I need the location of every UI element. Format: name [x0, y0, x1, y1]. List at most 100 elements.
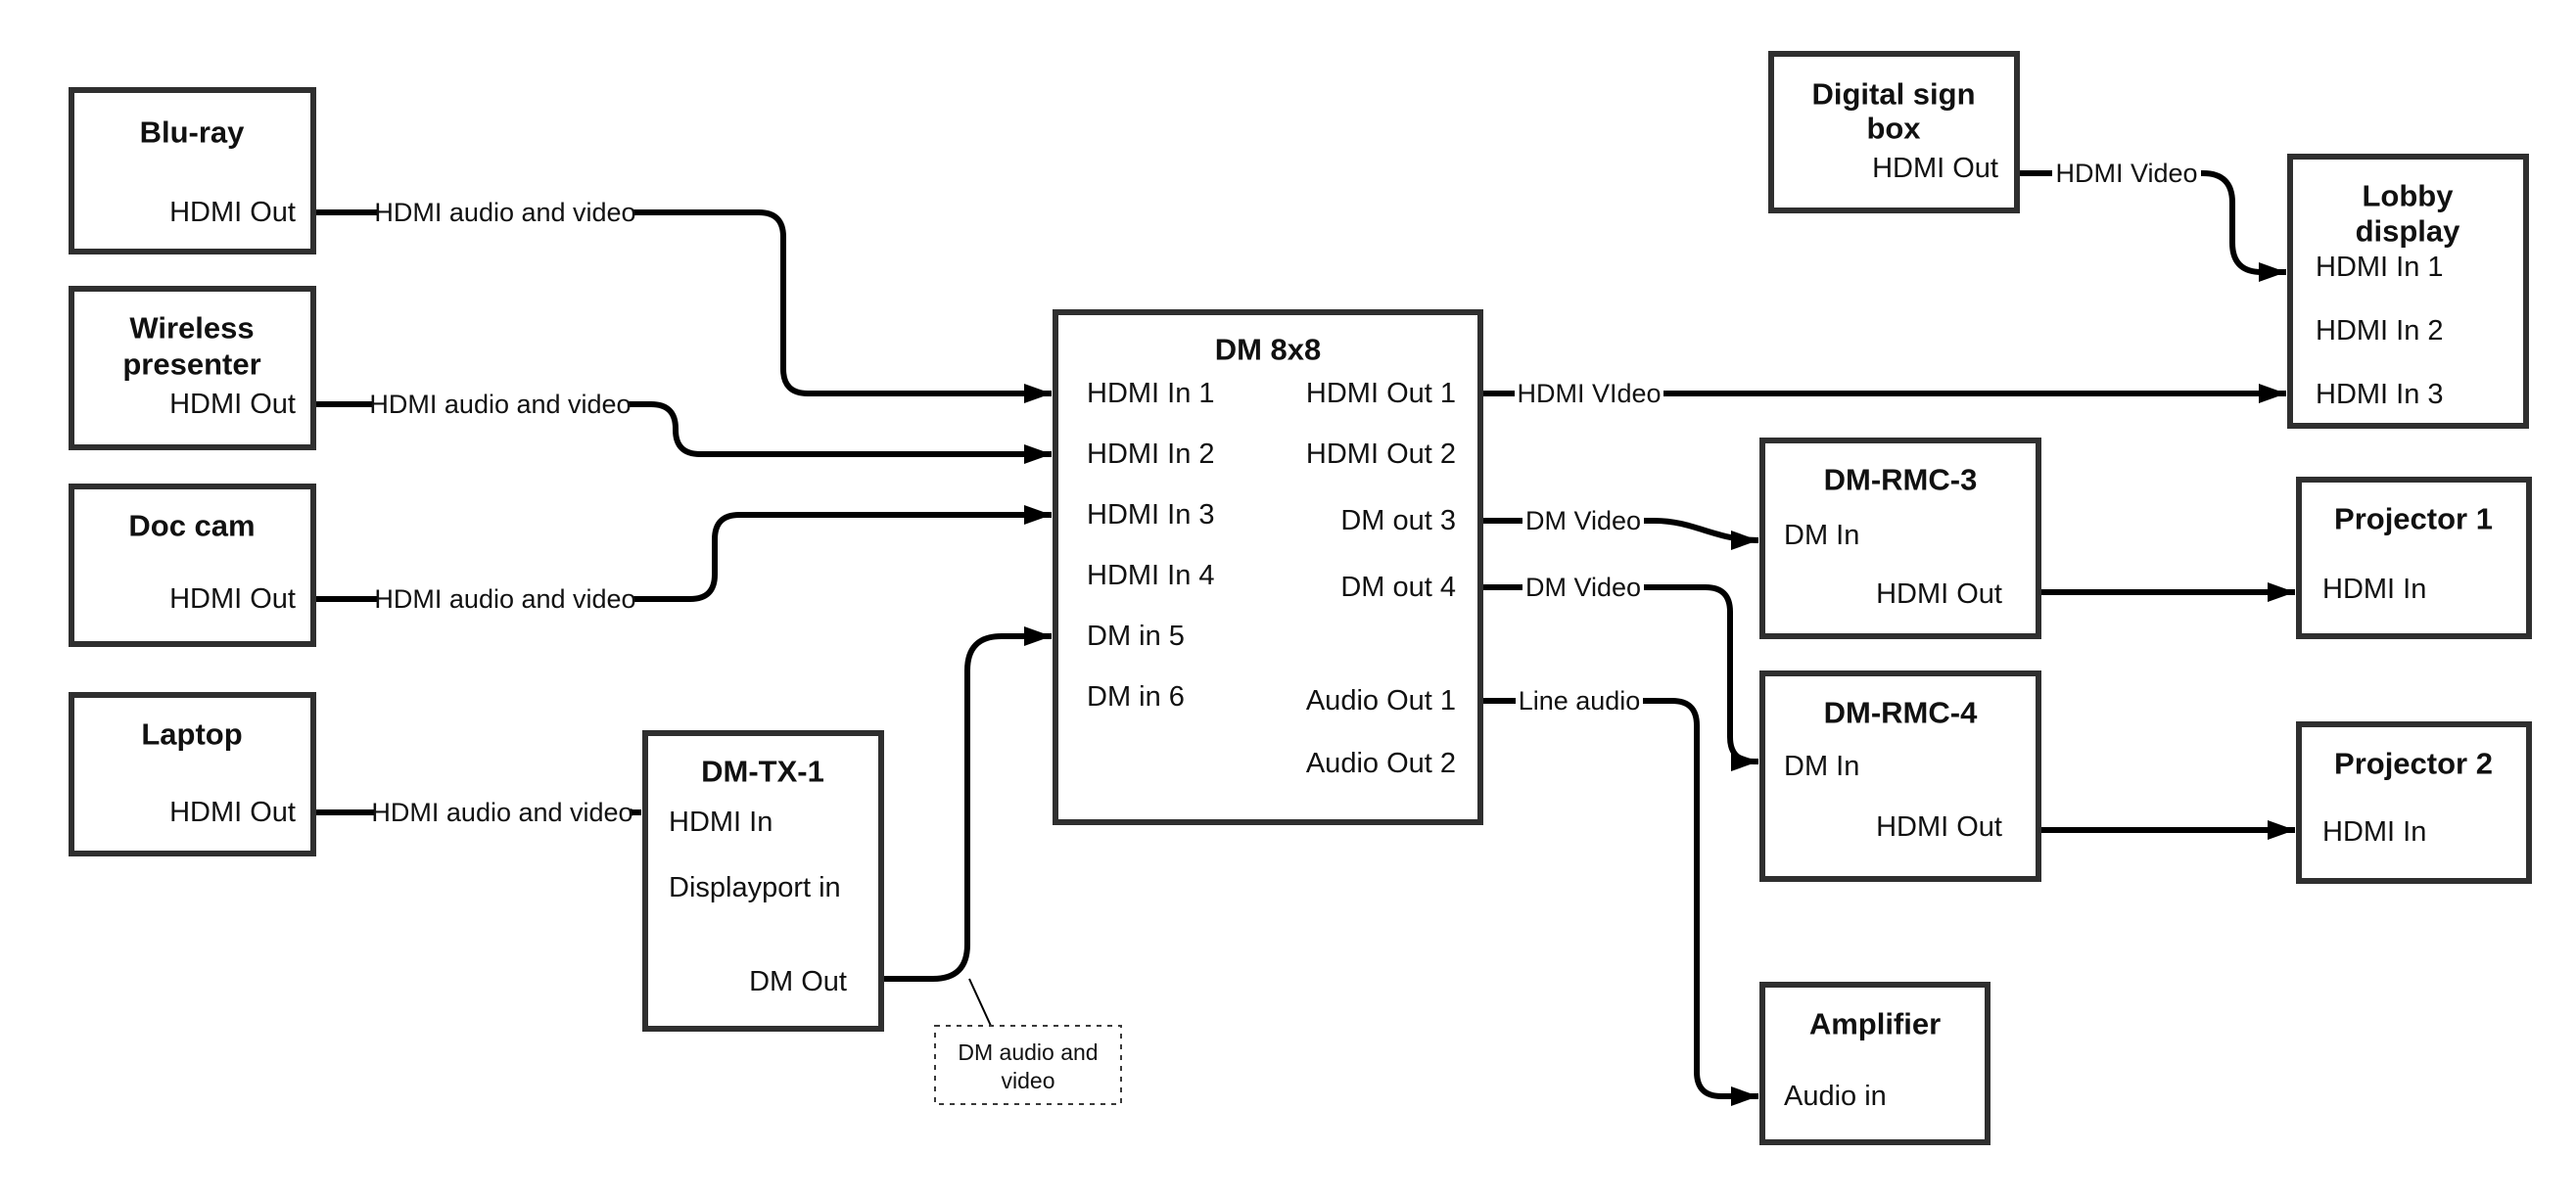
label-bg [372, 386, 629, 423]
node-dm-tx-1: DM-TX-1 HDMI In Displayport in DM Out [642, 730, 884, 1032]
node-projector-1: Projector 1 HDMI In [2296, 477, 2532, 639]
node-dm-rmc-3-title: DM-RMC-3 [1824, 463, 1978, 497]
port-dm8x8-dm-in-5: DM in 5 [1087, 621, 1185, 652]
node-doc-cam: Doc cam HDMI Out [69, 484, 316, 647]
connection-labels: HDMI audio and video HDMI audio and vide… [369, 155, 2201, 831]
port-rmc3-hdmi-out: HDMI Out [1876, 578, 2002, 610]
port-doccam-hdmi-out: HDMI Out [169, 583, 296, 615]
connection-label-text: DM Video [1525, 573, 1641, 602]
connection-label-doccam: HDMI audio and video [374, 580, 636, 618]
port-dmtx1-hdmi-in: HDMI In [669, 807, 773, 838]
label-bg [374, 794, 631, 831]
connection-label-text: HDMI audio and video [374, 198, 635, 227]
node-lobby-display-title-line2: display [2356, 214, 2461, 249]
node-bluray: Blu-ray HDMI Out [69, 87, 316, 254]
node-doc-cam-box [69, 484, 316, 647]
label-bg [1522, 569, 1644, 606]
node-lobby-display-box [2287, 154, 2529, 429]
port-dmtx1-dm-out: DM Out [749, 966, 847, 997]
port-dm8x8-hdmi-in-4: HDMI In 4 [1087, 560, 1215, 591]
label-bg [377, 194, 633, 231]
connection-label-text: DM Video [1525, 506, 1641, 535]
port-dmtx1-displayport-in: Displayport in [669, 872, 841, 903]
node-dm-rmc-3-box [1759, 438, 2041, 639]
port-dm8x8-hdmi-in-2: HDMI In 2 [1087, 439, 1215, 470]
connection-bluray-to-dm8x8-in1 [313, 209, 1052, 403]
node-dm-8x8-title: DM 8x8 [1215, 333, 1322, 367]
port-lobby-hdmi-in-2: HDMI In 2 [2316, 315, 2444, 346]
connection-label-wireless: HDMI audio and video [369, 386, 632, 423]
port-dm8x8-dm-in-6: DM in 6 [1087, 681, 1185, 713]
connection-label-bluray: HDMI audio and video [374, 194, 636, 231]
node-digital-sign-box-title-line1: Digital sign [1811, 77, 1975, 112]
node-lobby-display-title-line1: Lobby [2363, 179, 2455, 213]
node-dm-8x8: DM 8x8 HDMI In 1 HDMI In 2 HDMI In 3 HDM… [1053, 309, 1483, 825]
node-laptop-title: Laptop [141, 717, 242, 752]
node-projector-1-box [2296, 477, 2532, 639]
port-lobby-hdmi-in-3: HDMI In 3 [2316, 379, 2444, 410]
node-dm-8x8-box [1053, 309, 1483, 825]
connection-label-hdmi-video-out1: HDMI VIdeo [1515, 375, 1663, 412]
port-rmc3-dm-in: DM In [1784, 520, 1859, 551]
node-dm-tx-1-title: DM-TX-1 [701, 755, 824, 789]
port-wireless-hdmi-out: HDMI Out [169, 389, 296, 420]
node-laptop: Laptop HDMI Out [69, 692, 316, 856]
connection-wireless-to-dm8x8-in2 [313, 401, 1052, 464]
node-doc-cam-title: Doc cam [128, 509, 255, 543]
connection-label-dm-video-out4: DM Video [1522, 569, 1644, 606]
node-amplifier-box [1759, 982, 1991, 1145]
connection-label-text: Line audio [1519, 686, 1641, 716]
callout-text-line1: DM audio and [958, 1039, 1098, 1065]
connection-dm8x8-out4-to-rmc4 [1480, 584, 1758, 771]
callout-text-line2: video [1002, 1068, 1055, 1093]
node-wireless-presenter-title-line2: presenter [122, 347, 260, 382]
node-projector-1-title: Projector 1 [2334, 502, 2493, 536]
connection-dmtx1-to-dm8x8-in5 [881, 626, 1052, 982]
connection-label-text: HDMI Video [2055, 159, 2197, 188]
port-dm8x8-hdmi-out-2: HDMI Out 2 [1306, 439, 1456, 470]
port-dm8x8-hdmi-in-1: HDMI In 1 [1087, 378, 1215, 409]
connection-digisign-to-lobby-in1 [2017, 170, 2286, 282]
port-dm8x8-dm-out-4: DM out 4 [1340, 572, 1456, 603]
port-dm8x8-hdmi-in-3: HDMI In 3 [1087, 499, 1215, 531]
node-projector-2-title: Projector 2 [2334, 747, 2493, 781]
port-dm8x8-dm-out-3: DM out 3 [1340, 505, 1456, 536]
node-amplifier-title: Amplifier [1809, 1007, 1941, 1041]
label-bg [377, 580, 633, 618]
port-digisign-hdmi-out: HDMI Out [1872, 153, 1998, 184]
node-wireless-presenter-box [69, 286, 316, 450]
connection-label-dm-video-out3: DM Video [1522, 502, 1644, 539]
connection-dm8x8-out3-to-rmc3 [1480, 518, 1759, 550]
connection-label-text: HDMI VIdeo [1517, 379, 1661, 408]
label-bg [1516, 682, 1643, 719]
node-digital-sign-box: Digital sign box HDMI Out [1768, 51, 2020, 213]
port-lobby-hdmi-in-1: HDMI In 1 [2316, 252, 2444, 283]
connection-dm8x8-audio1-to-amplifier [1480, 698, 1758, 1106]
node-projector-2: Projector 2 HDMI In [2296, 721, 2532, 884]
callout-box [934, 1025, 1122, 1105]
connection-label-hdmi-video-digisign: HDMI Video [2052, 155, 2201, 192]
port-dm8x8-hdmi-out-1: HDMI Out 1 [1306, 378, 1456, 409]
port-dm8x8-audio-out-1: Audio Out 1 [1306, 685, 1456, 716]
label-bg [1522, 502, 1644, 539]
connection-doccam-to-dm8x8-in3 [313, 505, 1052, 602]
callout-leader-line [968, 978, 992, 1027]
port-dm8x8-audio-out-2: Audio Out 2 [1306, 748, 1456, 779]
node-dm-rmc-4-title: DM-RMC-4 [1824, 696, 1978, 730]
node-laptop-box [69, 692, 316, 856]
connection-label-text: HDMI audio and video [371, 798, 632, 827]
node-amplifier: Amplifier Audio in [1759, 982, 1991, 1145]
node-lobby-display: Lobby display HDMI In 1 HDMI In 2 HDMI I… [2287, 154, 2529, 429]
node-dm-rmc-4: DM-RMC-4 DM In HDMI Out [1759, 670, 2041, 882]
connection-label-laptop: HDMI audio and video [371, 794, 633, 831]
label-bg [2052, 155, 2201, 192]
label-bg [1515, 375, 1663, 412]
connection-label-line-audio: Line audio [1516, 682, 1643, 719]
node-wireless-presenter-title-line1: Wireless [129, 311, 254, 346]
node-dm-rmc-3: DM-RMC-3 DM In HDMI Out [1759, 438, 2041, 639]
node-bluray-box [69, 87, 316, 254]
port-rmc4-dm-in: DM In [1784, 751, 1859, 782]
node-digital-sign-box-title-line2: box [1866, 112, 1921, 146]
port-projector1-hdmi-in: HDMI In [2322, 574, 2426, 605]
